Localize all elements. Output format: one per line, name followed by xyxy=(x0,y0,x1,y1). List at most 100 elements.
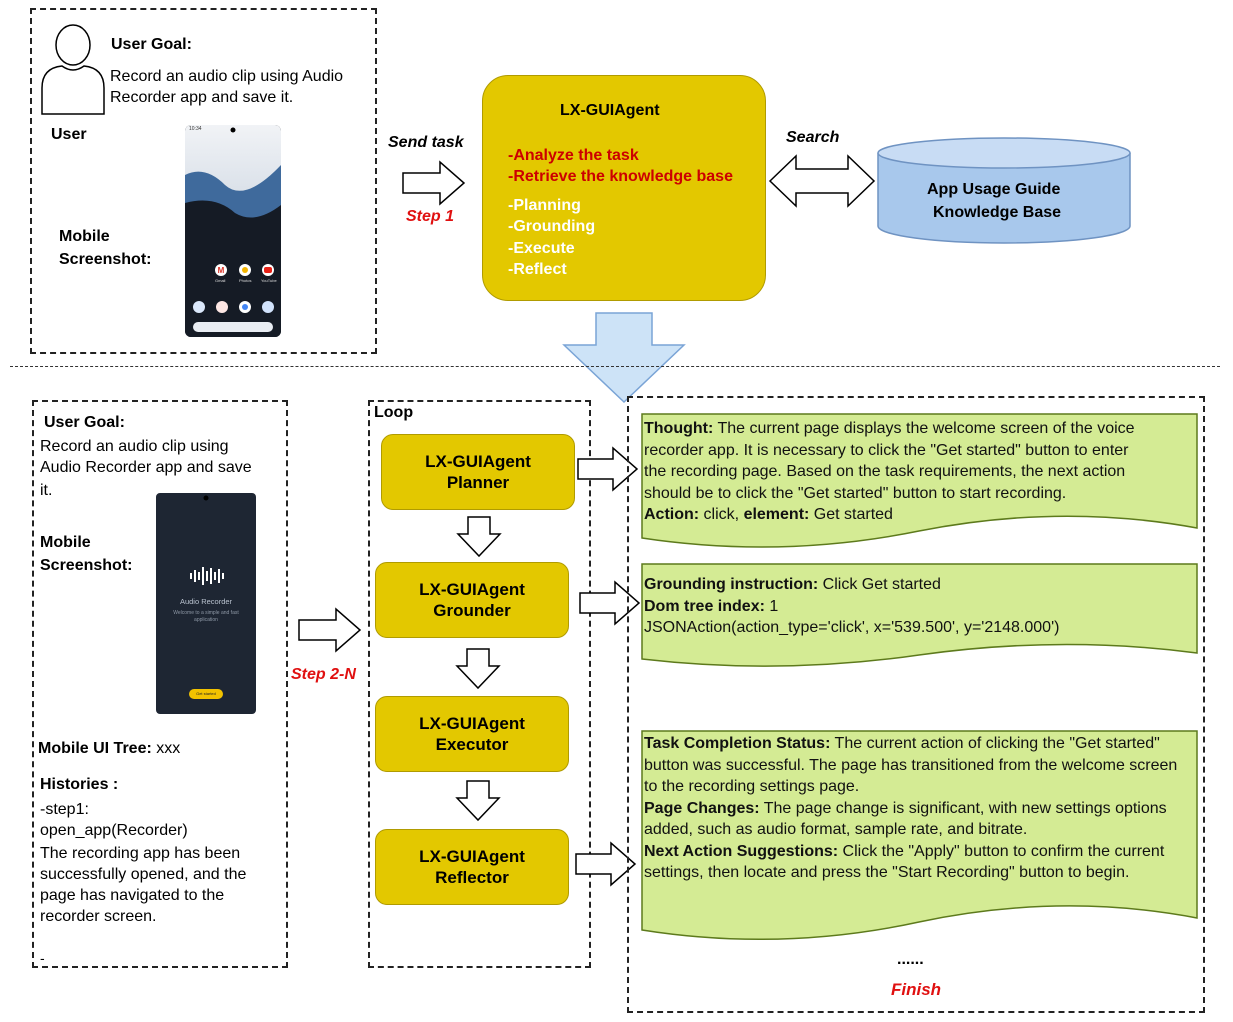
recorder-welcome: application xyxy=(194,617,218,623)
thought-text: recorder app. It is necessary to click t… xyxy=(644,441,1129,459)
main-agent-box xyxy=(482,75,766,301)
goal-line: it. xyxy=(40,482,53,499)
planner-note: Thought: The current page displays the w… xyxy=(644,418,1196,526)
app-label: YouTube xyxy=(261,278,277,283)
reflector-note-shape xyxy=(641,730,1198,941)
loop-container xyxy=(368,400,591,968)
step1-label: Step 1 xyxy=(406,208,455,225)
loop-label: Loop xyxy=(374,404,414,421)
planner-note-shape xyxy=(641,413,1198,548)
next-action-label: Next Action Suggestions: xyxy=(644,842,839,860)
send-task-label: Send task xyxy=(388,134,464,151)
knowledge-base-cylinder xyxy=(877,137,1131,244)
thought-label: Thought: xyxy=(644,420,714,437)
down-arrow xyxy=(455,780,501,822)
reflector-output-arrow xyxy=(575,841,637,887)
agent-step-reflect: -Reflect xyxy=(508,261,567,278)
agent-step-execute: -Execute xyxy=(508,240,575,257)
top-mobile-label: Mobile xyxy=(59,228,110,245)
history-line: successfully opened, and the xyxy=(40,866,247,883)
planner-agent: LX-GUIAgent Planner xyxy=(381,434,575,510)
agent-step-retrieve: -Retrieve the knowledge base xyxy=(508,168,733,185)
phone-time: 10:34 xyxy=(189,126,202,132)
grounder-agent: LX-GUIAgent Grounder xyxy=(375,562,569,638)
agent-step-planning: -Planning xyxy=(508,197,581,214)
planner-title: LX-GUIAgent xyxy=(425,452,531,471)
search-arrow xyxy=(768,154,876,208)
json-action: JSONAction(action_type='click', x='539.5… xyxy=(644,619,1060,636)
context-panel xyxy=(32,400,288,968)
section-divider xyxy=(10,366,1220,367)
element-value: Get started xyxy=(809,506,893,523)
recorder-app-name: Audio Recorder xyxy=(179,597,233,606)
grounder-note: Grounding instruction: Click Get started… xyxy=(644,574,1196,639)
bottom-user-goal-title: User Goal: xyxy=(44,414,125,431)
ui-tree: Mobile UI Tree: xxx xyxy=(38,740,180,758)
planner-role: Planner xyxy=(446,473,510,492)
executor-title: LX-GUIAgent xyxy=(419,714,525,733)
context-arrow xyxy=(298,607,362,653)
user-label: User xyxy=(51,126,87,143)
executor-role: Executor xyxy=(435,735,509,754)
grounder-title: LX-GUIAgent xyxy=(419,580,525,599)
app-label: Photos xyxy=(239,278,252,283)
agent-step-analyze: -Analyze the task xyxy=(508,147,639,164)
histories-label: Histories : xyxy=(40,776,119,793)
page-changes-label: Page Changes: xyxy=(644,799,760,817)
main-agent-title: LX-GUIAgent xyxy=(560,102,660,119)
reflector-title: LX-GUIAgent xyxy=(419,847,525,866)
reflector-note: Task Completion Status: The current acti… xyxy=(644,733,1196,884)
send-arrow xyxy=(402,160,466,206)
ui-tree-value: xxx xyxy=(151,740,181,757)
kb-title: Knowledge Base xyxy=(933,204,1062,221)
reflector-role: Reflector xyxy=(435,868,509,887)
action-label: Action: xyxy=(644,506,700,523)
completion-status-text: button was successful. The page has tran… xyxy=(644,756,1178,774)
output-panel xyxy=(627,396,1205,1013)
history-line: The recording app has been xyxy=(40,845,241,862)
step2n-label: Step 2-N xyxy=(291,666,356,683)
next-action-text: settings, then locate and press the "Sta… xyxy=(644,864,1130,881)
user-icon xyxy=(41,24,105,115)
big-down-arrow xyxy=(562,312,686,404)
grounder-role: Grounder xyxy=(433,601,511,620)
reflector-agent: LX-GUIAgent Reflector xyxy=(375,829,569,905)
recorder-welcome: Welcome to a simple and fast xyxy=(173,610,239,616)
app-label: Gmail xyxy=(215,278,226,283)
bottom-mobile-label: Mobile xyxy=(40,534,91,551)
bottom-mobile-label: Screenshot: xyxy=(40,557,133,574)
grounding-instruction-value: Click Get started xyxy=(818,576,941,593)
svg-text:M: M xyxy=(218,266,225,275)
agent-step-grounding: -Grounding xyxy=(508,218,596,235)
down-arrow xyxy=(455,648,501,690)
page-changes-text: added, such as audio format, sample rate… xyxy=(644,821,1028,838)
history-line: -step1: xyxy=(40,801,89,818)
dom-index-value: 1 xyxy=(764,597,779,615)
thought-text: The current page displays the welcome sc… xyxy=(713,420,1135,437)
dom-index-label: Dom tree index: xyxy=(644,597,765,615)
completion-status-label: Task Completion Status: xyxy=(644,735,831,752)
grounding-instruction-label: Grounding instruction: xyxy=(644,576,819,593)
ellipsis: ...... xyxy=(897,951,924,968)
goal-line: Audio Recorder app and save xyxy=(40,459,252,476)
top-input-panel xyxy=(30,8,377,354)
history-line: open_app(Recorder) xyxy=(40,822,188,839)
kb-title: App Usage Guide xyxy=(927,181,1061,198)
planner-output-arrow xyxy=(577,446,639,492)
recorder-screenshot: Audio Recorder Welcome to a simple and f… xyxy=(156,493,256,714)
top-mobile-label: Screenshot: xyxy=(59,251,152,268)
down-arrow xyxy=(456,516,502,558)
trailing-dash: - xyxy=(40,950,45,966)
completion-status-text: The current action of clicking the "Get … xyxy=(830,735,1160,752)
element-label: element: xyxy=(743,506,810,523)
page-changes-text: The page change is significant, with new… xyxy=(759,799,1167,817)
home-screen-screenshot: M 10:34 Gmail Photos YouTube xyxy=(185,125,281,337)
top-user-goal-text: Recorder app and save it. xyxy=(110,89,294,106)
top-user-goal-text: Record an audio clip using Audio xyxy=(110,68,344,85)
history-line: page has navigated to the xyxy=(40,887,225,904)
executor-agent: LX-GUIAgent Executor xyxy=(375,696,569,772)
get-started-button[interactable]: Get started xyxy=(196,691,216,696)
history-line: recorder screen. xyxy=(40,908,157,925)
thought-text: should be to click the "Get started" but… xyxy=(644,484,1067,502)
grounder-note-shape xyxy=(641,563,1198,667)
